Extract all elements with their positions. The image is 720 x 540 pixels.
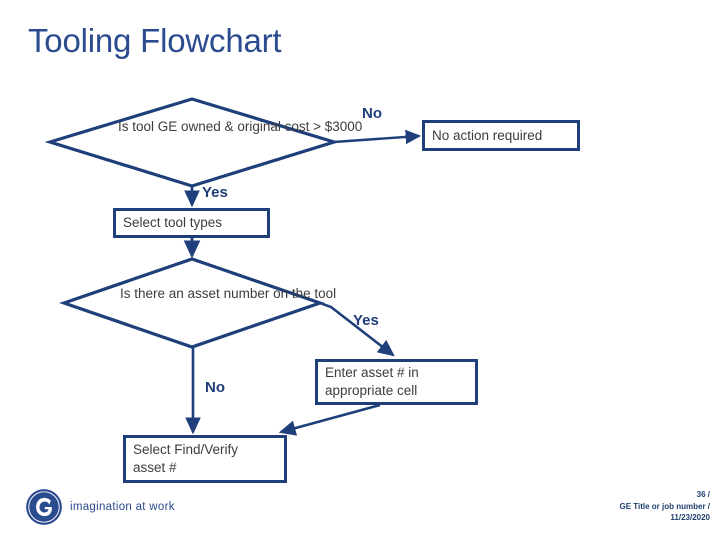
process-box-text-line-1: Enter asset # in (325, 365, 419, 381)
edge-label-yes-middle: Yes (353, 312, 379, 329)
edge-d2-to-enter-asset (319, 301, 395, 357)
process-box-text: No action required (432, 127, 543, 143)
process-box-text-line-1: Select Find/Verify (133, 442, 239, 458)
decision-line-1: Is tool GE owned & (118, 119, 234, 134)
decision-label-tool-ownership: Is tool GE owned & original cost > $3000 (118, 118, 362, 136)
edge-enter-asset-to-select-find-verify (278, 403, 381, 436)
footer-meta: 36 / GE Title or job number / 11/23/2020 (619, 489, 710, 524)
edge-label-yes-top: Yes (202, 184, 228, 201)
process-box-text-line-2: asset # (133, 460, 177, 475)
process-box-select-tool-types: Select tool types (113, 208, 270, 238)
process-box-text: Select tool types (123, 215, 223, 231)
process-box-enter-asset-number: Enter asset # in appropriate cell (315, 359, 478, 405)
decision-diamond-tool-ownership (44, 97, 340, 188)
ge-tagline: imagination at work (70, 501, 175, 513)
edge-d1-to-no-action (333, 129, 422, 145)
decision-line-2: original cost > $3000 (237, 119, 363, 134)
footer-job-line: GE Title or job number / (619, 501, 710, 511)
ge-logo: imagination at work (25, 486, 185, 528)
decision-label-asset-number: Is there an asset number on the tool (120, 285, 336, 303)
edge-label-no-top: No (362, 105, 382, 122)
page-title: Tooling Flowchart (28, 22, 282, 59)
process-box-text-line-2: appropriate cell (325, 383, 418, 398)
process-box-no-action-required: No action required (422, 120, 580, 151)
process-box-select-find-verify: Select Find/Verify asset # (123, 435, 287, 483)
edge-label-no-bottom: No (205, 379, 225, 396)
footer-date: 11/23/2020 (670, 513, 710, 523)
ge-monogram-icon (26, 489, 62, 525)
footer-page-number: 36 / (696, 490, 710, 499)
decision-line-1: Is there an asset (120, 286, 220, 301)
decision-line-2: number on the tool (223, 286, 337, 301)
